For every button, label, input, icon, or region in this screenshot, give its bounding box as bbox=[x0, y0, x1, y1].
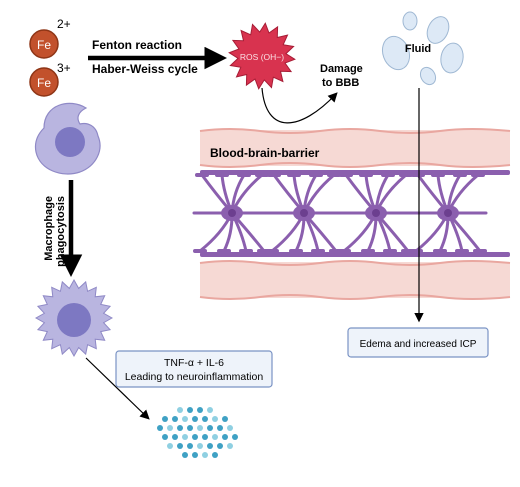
cytokine-label-line1: TNF-α + IL-6 bbox=[164, 357, 224, 369]
cytokine-dot bbox=[192, 416, 198, 422]
cytokine-dot bbox=[172, 434, 178, 440]
iron-fe2-ion: Fe 2+ bbox=[29, 17, 71, 59]
cytokine-dot bbox=[222, 434, 228, 440]
iron-fe3-ion: Fe 3+ bbox=[29, 61, 71, 97]
cytokine-dot bbox=[167, 443, 173, 449]
cytokine-arrow bbox=[85, 357, 150, 420]
fenton-reaction-label: Fenton reaction bbox=[92, 38, 182, 52]
cytokine-dot bbox=[207, 425, 213, 431]
cytokine-dot bbox=[187, 443, 193, 449]
cytokine-dot bbox=[207, 443, 213, 449]
cytokine-dot bbox=[192, 434, 198, 440]
cytokine-dot bbox=[227, 443, 233, 449]
fluid-label: Fluid bbox=[405, 43, 431, 55]
cytokine-dot bbox=[212, 434, 218, 440]
ros-label: ROS (OH−) bbox=[240, 52, 284, 62]
cytokine-dot bbox=[182, 416, 188, 422]
cytokine-dot bbox=[162, 416, 168, 422]
phagocytosis-label-line2: phagocytosis bbox=[55, 196, 67, 267]
damage-label-line1: Damage bbox=[320, 63, 363, 75]
edema-box: Edema and increased ICP bbox=[347, 327, 489, 358]
bbb-label: Blood-brain-barrier bbox=[210, 146, 320, 160]
cytokine-dot bbox=[227, 425, 233, 431]
cytokine-dot bbox=[202, 452, 208, 458]
cytokine-dot bbox=[222, 416, 228, 422]
damage-label-line2: to BBB bbox=[322, 77, 359, 89]
phagocytosis-label-line1: Macrophage bbox=[43, 196, 55, 261]
astrocyte bbox=[264, 173, 344, 253]
cytokine-dot bbox=[217, 425, 223, 431]
cytokine-dot bbox=[182, 452, 188, 458]
fluid-droplets: Fluid bbox=[381, 11, 464, 86]
cytokine-dot bbox=[157, 425, 163, 431]
cytokine-dot bbox=[202, 434, 208, 440]
cytokine-dot bbox=[177, 443, 183, 449]
iron-fe3-charge: 3+ bbox=[57, 61, 71, 75]
cytokine-dot bbox=[187, 425, 193, 431]
cytokine-dot bbox=[177, 407, 183, 413]
edema-label: Edema and increased ICP bbox=[360, 339, 477, 350]
cytokine-dots bbox=[157, 407, 238, 458]
cytokine-dot bbox=[182, 434, 188, 440]
cytokine-box: TNF-α + IL-6 Leading to neuroinflammatio… bbox=[115, 350, 273, 388]
cytokine-dot bbox=[167, 425, 173, 431]
cytokine-dot bbox=[217, 443, 223, 449]
cytokine-dot bbox=[192, 452, 198, 458]
iron-fe2-charge: 2+ bbox=[57, 17, 71, 31]
cytokine-dot bbox=[177, 425, 183, 431]
iron-fe3-symbol: Fe bbox=[37, 76, 51, 90]
ros-cell: ROS (OH−) bbox=[228, 22, 296, 90]
cytokine-dot bbox=[202, 416, 208, 422]
cytokine-dot bbox=[212, 452, 218, 458]
cytokine-dot bbox=[172, 416, 178, 422]
cytokine-label-line2: Leading to neuroinflammation bbox=[125, 371, 264, 383]
astrocyte bbox=[192, 173, 272, 253]
astrocyte bbox=[336, 173, 416, 253]
cytokine-dot bbox=[212, 416, 218, 422]
macrophage-cell bbox=[34, 102, 101, 175]
astrocyte bbox=[408, 173, 488, 253]
cytokine-dot bbox=[232, 434, 238, 440]
cytokine-dot bbox=[162, 434, 168, 440]
haber-weiss-label: Haber-Weiss cycle bbox=[92, 62, 198, 76]
activated-macrophage bbox=[34, 278, 114, 358]
iron-fe2-symbol: Fe bbox=[37, 38, 51, 52]
damage-curve-arrow bbox=[261, 87, 338, 124]
blood-brain-barrier: Blood-brain-barrier bbox=[192, 128, 511, 300]
cytokine-dot bbox=[197, 407, 203, 413]
cytokine-dot bbox=[187, 407, 193, 413]
cytokine-dot bbox=[197, 443, 203, 449]
cytokine-dot bbox=[207, 407, 213, 413]
cytokine-dot bbox=[197, 425, 203, 431]
